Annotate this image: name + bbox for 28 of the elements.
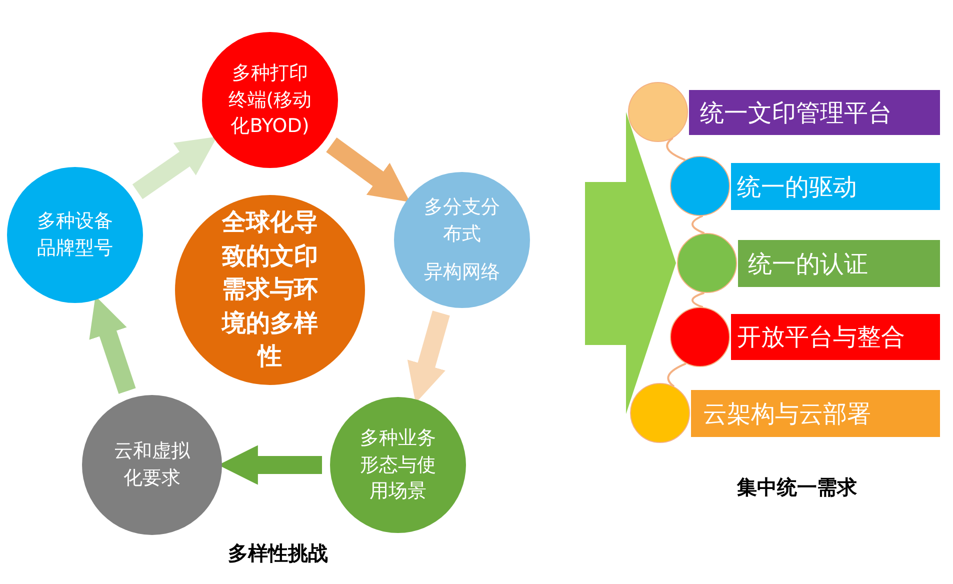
connector-line xyxy=(692,214,705,234)
bar-text: 统一的认证 xyxy=(748,248,868,280)
node-text: 云和虚拟化要求 xyxy=(113,439,191,491)
bar-text: 云架构与云部署 xyxy=(703,398,871,430)
block-arrow xyxy=(585,112,676,414)
connector-line xyxy=(692,292,704,308)
banner-bar xyxy=(689,90,940,135)
bar-text: 统一的驱动 xyxy=(737,172,857,202)
node-text: 多分支分布式 xyxy=(423,195,501,247)
banner-bar xyxy=(738,240,940,287)
block-arrow xyxy=(132,136,218,200)
banner-bar xyxy=(691,390,940,437)
bar-text: 开放平台与整合 xyxy=(737,322,905,353)
bar-text: 统一文印管理平台 xyxy=(700,98,892,128)
node-text: 多种打印终端(移动化BYOD) xyxy=(228,61,312,140)
section-caption: 多样性挑战 xyxy=(228,540,328,567)
block-arrow xyxy=(326,138,410,202)
section-caption: 集中统一需求 xyxy=(737,474,857,501)
banner-bar xyxy=(731,314,940,360)
circle-marker xyxy=(630,383,690,443)
node-text: 多种设备品牌型号 xyxy=(36,209,114,261)
circle-marker xyxy=(628,82,688,142)
node-text: 全球化导致的文印需求与环境的多样性 xyxy=(220,207,319,372)
node-text: 多种业务形态与使用场景 xyxy=(359,426,437,504)
block-arrow xyxy=(89,296,136,394)
connector-line xyxy=(666,137,686,161)
banner-bar xyxy=(731,163,940,210)
node-text: 异构网络 xyxy=(423,260,501,286)
